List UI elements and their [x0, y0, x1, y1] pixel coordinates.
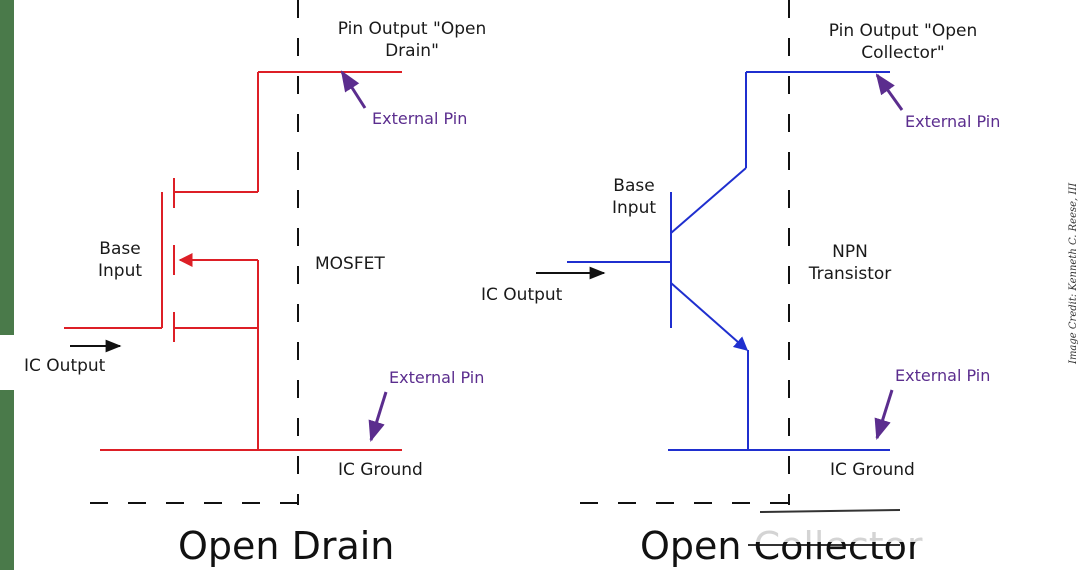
- npn-symbol: [567, 71, 890, 451]
- ext-pin-arrow-od-bottom: [368, 391, 388, 443]
- image-credit: Image Credit: Kenneth C. Reese, III: [1068, 182, 1079, 364]
- ext-pin-arrow-oc-bottom: [874, 389, 894, 441]
- oc-base-input-label: Base Input: [611, 176, 657, 218]
- oc-ic-ground-label: IC Ground: [830, 460, 915, 480]
- od-caption: Open Drain: [178, 524, 395, 568]
- od-external-pin-top: External Pin: [372, 109, 468, 128]
- left-edge-bar-bottom: [0, 390, 14, 570]
- ext-pin-arrow-oc-top: [875, 73, 904, 111]
- oc-external-pin-top: External Pin: [905, 112, 1001, 131]
- oc-external-pin-bottom: External Pin: [895, 366, 991, 385]
- ext-pin-arrow-od-top: [340, 70, 367, 109]
- left-edge-bar-top: [0, 0, 14, 335]
- od-mosfet-label: MOSFET: [315, 254, 385, 274]
- mosfet-symbol: [64, 71, 402, 451]
- od-external-pin-bottom: External Pin: [389, 368, 485, 387]
- od-ic-ground-label: IC Ground: [338, 460, 423, 480]
- od-base-input-label: Base Input: [97, 239, 143, 281]
- od-ic-output-label: IC Output: [24, 356, 106, 376]
- od-pin-output-label: Pin Output "Open Drain": [337, 19, 487, 61]
- oc-pin-output-label: Pin Output "Open Collector": [828, 21, 978, 63]
- oc-npn-transistor-label: NPN Transistor: [808, 242, 892, 284]
- caption-smudge: [748, 520, 1048, 542]
- oc-ic-output-label: IC Output: [481, 285, 563, 305]
